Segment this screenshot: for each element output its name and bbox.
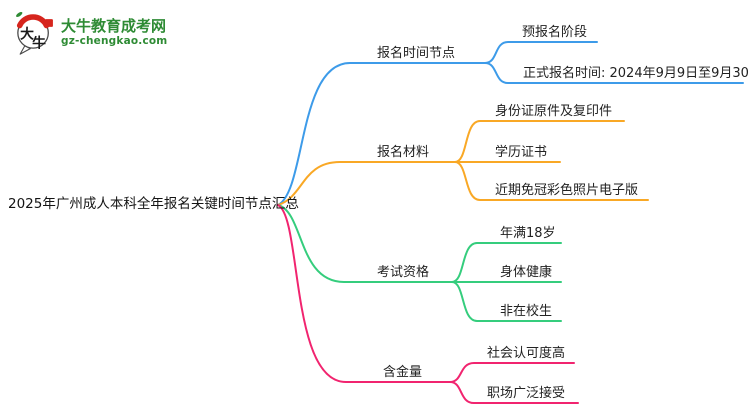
red-cap-arc (16, 14, 50, 29)
child-photo-line (454, 161, 649, 201)
child-age-line (451, 242, 562, 283)
child-social-recognition-line (449, 362, 575, 383)
child-official-time-label: 正式报名时间: 2024年9月9日至9月30日 (523, 66, 750, 82)
child-official-time-line (484, 62, 744, 84)
child-age-label: 年满18岁 (500, 226, 556, 242)
site-logo[interactable]: 大 牛 大牛教育成考网 gz-chengkao.com (12, 8, 167, 56)
logo-char-top: 大 (20, 25, 34, 42)
child-nonstudent-line (451, 281, 562, 322)
branch-eligibility-label: 考试资格 (377, 265, 430, 281)
child-diploma-label: 学历证书 (495, 145, 548, 161)
child-id-card-label: 身份证原件及复印件 (495, 104, 613, 120)
child-nonstudent-label: 非在校生 (500, 304, 553, 320)
branch-value-line (277, 204, 451, 383)
branch-signup-time-label: 报名时间节点 (377, 46, 456, 62)
site-url: gz-chengkao.com (61, 34, 168, 47)
leaf-icon (16, 11, 23, 17)
logo-char-bottom: 牛 (32, 35, 46, 52)
branch-signup-time-line (277, 62, 486, 206)
child-social-recognition-label: 社会认可度高 (487, 346, 566, 362)
logo-bull-icon: 大 牛 (16, 11, 53, 55)
child-photo-label: 近期免冠彩色照片电子版 (495, 183, 639, 199)
child-preregistration-line (484, 41, 598, 64)
child-workplace-label: 职场广泛接受 (487, 386, 566, 402)
child-preregistration-label: 预报名阶段 (522, 25, 588, 41)
branch-value-label: 含金量 (383, 365, 423, 381)
branch-materials-line (277, 161, 456, 206)
child-health-label: 身体健康 (500, 265, 553, 281)
root-topic: 2025年广州成人本科全年报名关键时间节点汇总 (8, 196, 299, 212)
child-workplace-line (449, 381, 579, 404)
child-id-card-line (454, 120, 625, 163)
speech-bubble-tail (19, 45, 31, 55)
branch-materials-label: 报名材料 (377, 145, 430, 161)
branch-eligibility-line (277, 204, 453, 283)
red-seal (45, 19, 53, 27)
site-name: 大牛教育成考网 (61, 16, 167, 35)
